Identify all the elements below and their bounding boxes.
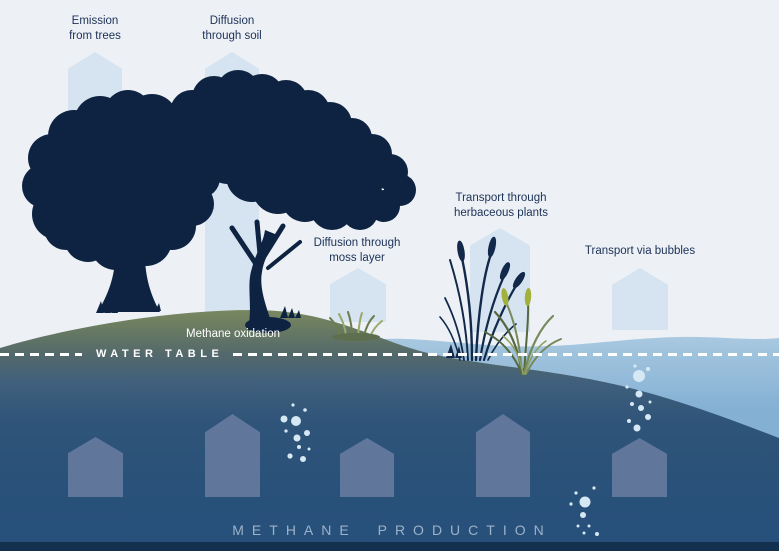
reeds [439, 236, 526, 362]
label-transport-through-herbaceous-plants: Transport through herbaceous plants [454, 192, 548, 219]
underwater-arrow-2-icon [205, 414, 260, 497]
water-table-label: WATER TABLE [96, 348, 224, 360]
tree-right [170, 70, 416, 333]
methane-production-label: METHANE PRODUCTION [232, 522, 552, 538]
underwater-arrow-4-icon [476, 414, 530, 497]
label-diffusion-through-soil: Diffusion through soil [202, 15, 262, 42]
hill-and-underground [0, 310, 779, 551]
bubbles-middle [280, 403, 311, 462]
tree-left [22, 90, 220, 313]
label-emission-from-trees: Emission from trees [69, 15, 121, 42]
sedge-plant [484, 288, 562, 376]
water-table-dash-right [233, 352, 779, 356]
bubbles-bottom [569, 486, 599, 536]
bubbles-right-surface [625, 364, 652, 432]
water-table-dash-left [0, 352, 82, 356]
water-table-line: WATER TABLE [0, 346, 779, 362]
label-transport-via-bubbles: Transport via bubbles [584, 245, 696, 257]
label-diffusion-through-moss-layer: Diffusion through moss layer [313, 237, 401, 264]
moss-grass [329, 311, 383, 341]
bottom-bar [0, 542, 779, 551]
methane-oxidation-label: Methane oxidation [186, 328, 280, 340]
